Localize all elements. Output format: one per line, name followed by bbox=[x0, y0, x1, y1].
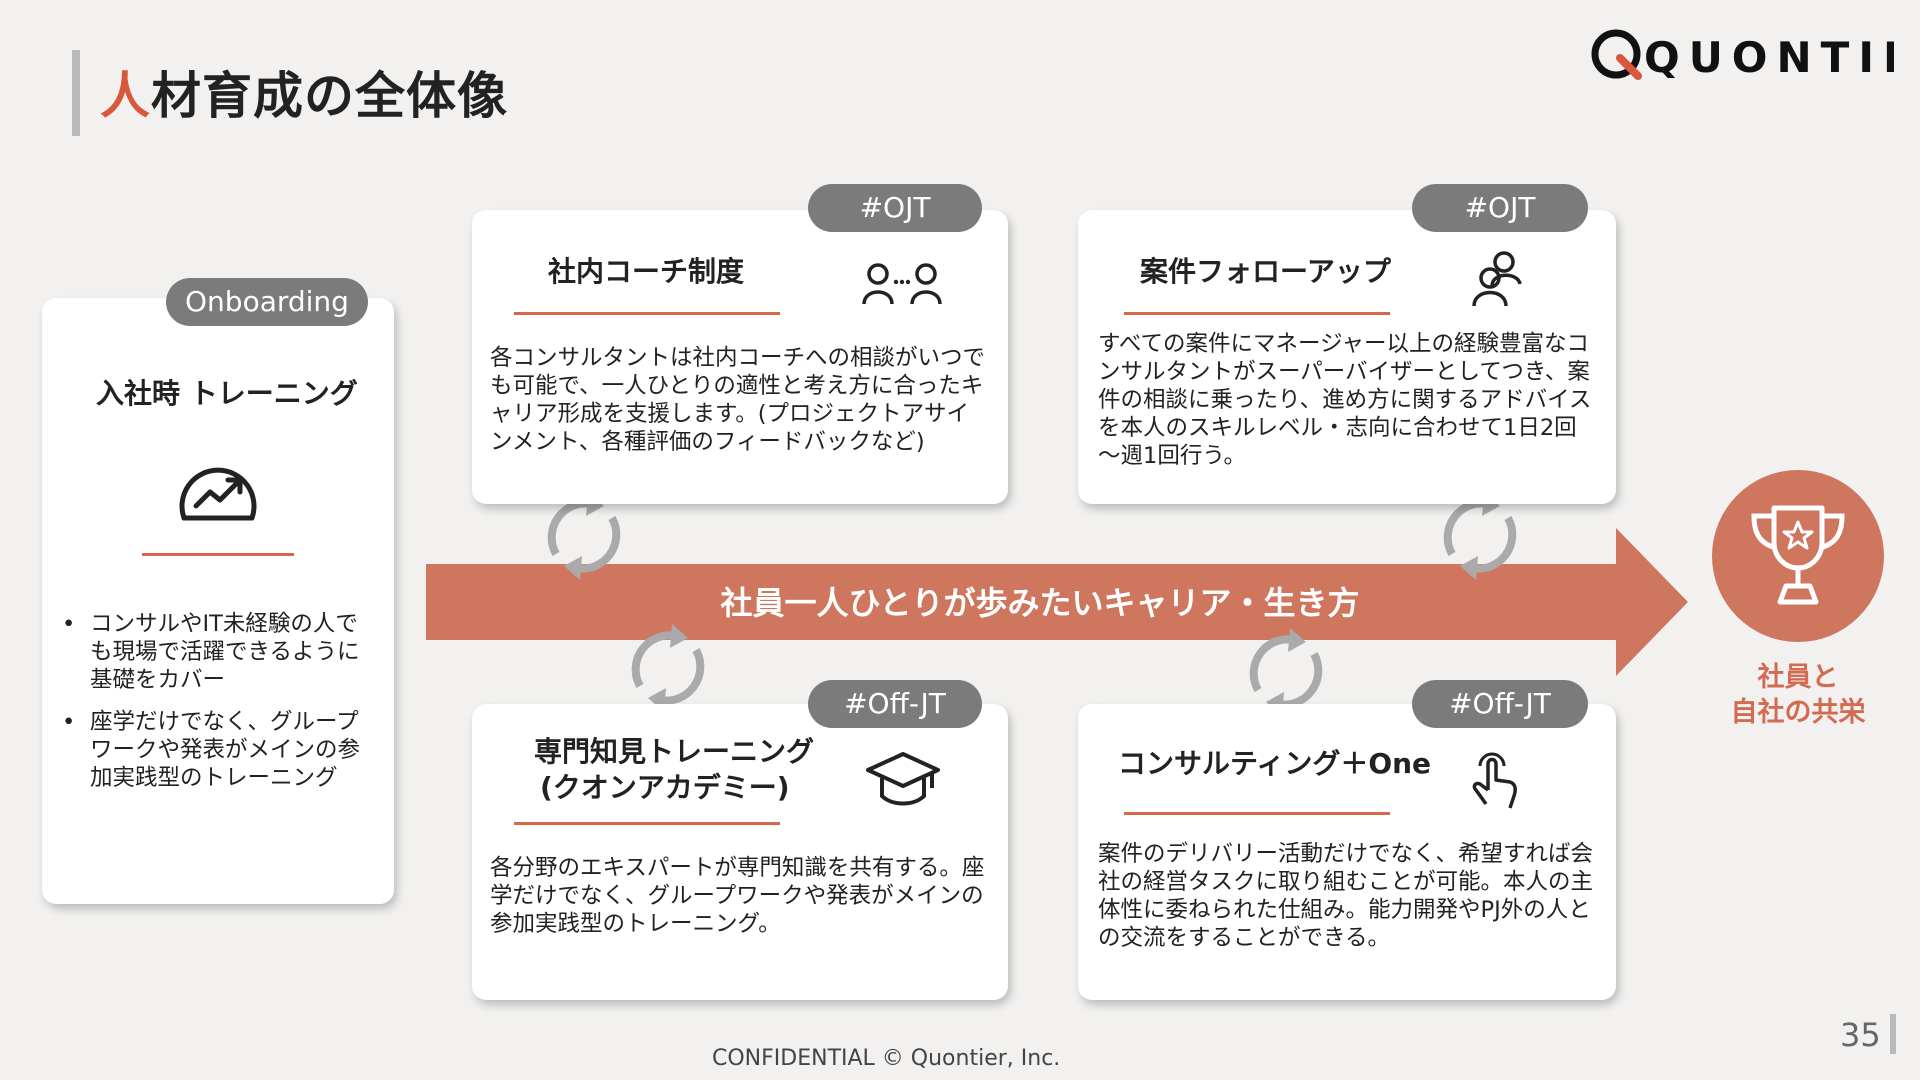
plusone-title: コンサルティング＋One bbox=[1118, 747, 1432, 780]
followup-body: すべての案件にマネージャー以上の経験豊富なコンサルタントがスーパーバイザーとして… bbox=[1098, 331, 1592, 469]
people-link-icon bbox=[862, 263, 942, 305]
logo-text: QUONTIER bbox=[1644, 33, 1894, 82]
two-people-icon bbox=[1472, 251, 1522, 307]
academy-underline bbox=[514, 822, 780, 825]
academy-body: 各分野のエキスパートが専門知識を共有する。座学だけでなく、グループワークや発表が… bbox=[490, 855, 985, 937]
confidential-footer: CONFIDENTIAL © Quontier, Inc. bbox=[712, 1046, 1061, 1071]
academy-title-line2: (クオンアカデミー) bbox=[540, 771, 790, 804]
goal-circle bbox=[1712, 470, 1884, 642]
onboarding-card bbox=[42, 298, 394, 904]
goal-label-line1: 社員と bbox=[1757, 662, 1839, 693]
academy-card bbox=[472, 704, 1008, 1000]
coach-underline bbox=[514, 312, 780, 315]
coach-title: 社内コーチ制度 bbox=[548, 255, 745, 288]
graduation-cap-icon bbox=[866, 752, 940, 806]
goal-label-line2: 自社の共栄 bbox=[1730, 697, 1866, 728]
list-item: コンサルやIT未経験の人でも現場で活躍できるように基礎をカバー bbox=[58, 610, 378, 694]
quontier-logo: QUONTIER bbox=[1591, 29, 1894, 82]
academy-title-line1: 専門知見トレーニング bbox=[534, 735, 815, 768]
plusone-tag: #Off-JT bbox=[1412, 680, 1588, 728]
plusone-underline bbox=[1124, 812, 1390, 815]
coach-tag: #OJT bbox=[808, 184, 982, 232]
onboarding-title: 入社時 トレーニング bbox=[96, 377, 358, 410]
academy-tag: #Off-JT bbox=[808, 680, 982, 728]
page-title: 人材育成の全体像 bbox=[100, 56, 508, 128]
followup-card bbox=[1078, 210, 1616, 504]
onboarding-underline bbox=[142, 553, 294, 556]
coach-card bbox=[472, 210, 1008, 504]
plusone-card bbox=[1078, 704, 1616, 1000]
growth-chart-icon bbox=[179, 467, 257, 521]
coach-body: 各コンサルタントは社内コーチへの相談がいつでも可能で、一人ひとりの適性と考え方に… bbox=[490, 345, 986, 455]
page-title-rest: 材育成の全体像 bbox=[151, 67, 508, 125]
page-number-bar bbox=[1890, 1014, 1896, 1054]
onboarding-bullets: コンサルやIT未経験の人でも現場で活躍できるように基礎をカバー 座学だけでなく、… bbox=[58, 610, 378, 806]
onboarding-tag: Onboarding bbox=[166, 278, 368, 326]
plusone-body: 案件のデリバリー活動だけでなく、希望すれば会社の経営タスクに取り組むことが可能。… bbox=[1098, 841, 1594, 951]
trophy-icon bbox=[1751, 505, 1845, 605]
cycle-arrows-icon bbox=[631, 624, 705, 712]
list-item: 座学だけでなく、グループワークや発表がメインの参加実践型のトレーニング bbox=[58, 708, 378, 792]
followup-underline bbox=[1124, 312, 1390, 315]
page-number: 35 bbox=[1840, 1016, 1881, 1054]
followup-tag: #OJT bbox=[1412, 184, 1588, 232]
career-arrow-label: 社員一人ひとりが歩みたいキャリア・生き方 bbox=[720, 584, 1360, 622]
career-arrow bbox=[426, 528, 1688, 676]
title-accent-bar bbox=[72, 50, 80, 136]
followup-title: 案件フォローアップ bbox=[1140, 255, 1391, 288]
page-title-accent: 人 bbox=[100, 67, 151, 125]
goal-label: 社員と 自社の共栄 bbox=[1700, 660, 1896, 730]
pointer-hand-icon bbox=[1472, 752, 1517, 809]
